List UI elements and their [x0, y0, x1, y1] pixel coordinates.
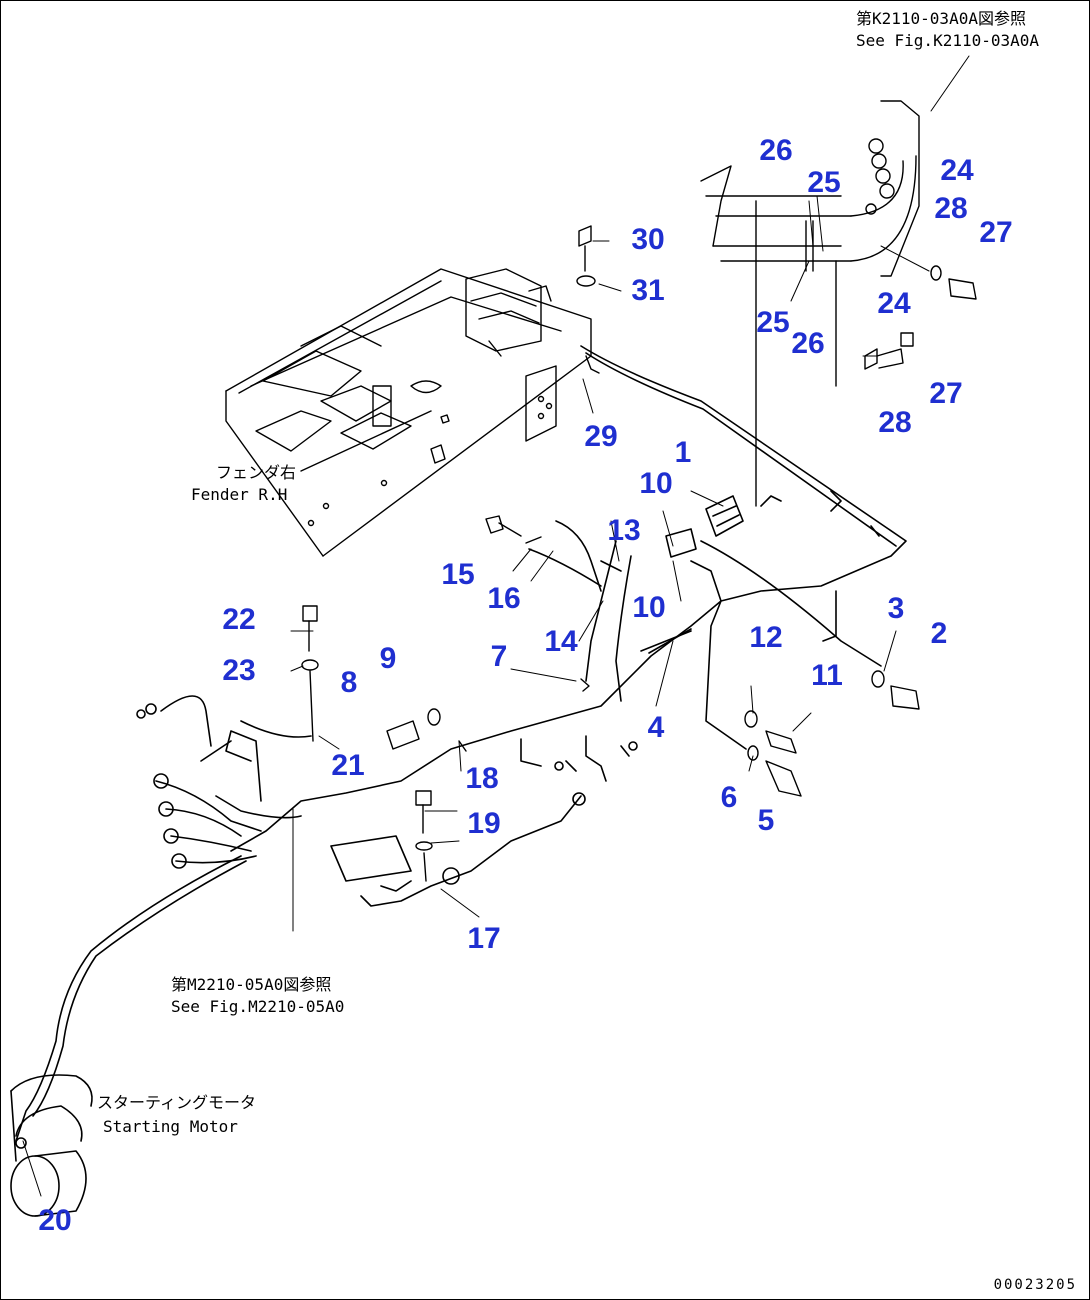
ref-top-en: See Fig.K2110-03A0A [856, 31, 1040, 50]
callout-3[interactable]: 3 [887, 592, 905, 625]
ref-top-jp: 第K2110-03A0A図参照 [856, 9, 1026, 28]
starting-motor [10, 1074, 93, 1217]
callout-24-upper[interactable]: 24 [940, 154, 974, 187]
callout-13[interactable]: 13 [607, 514, 641, 547]
starter-label-jp: スターティングモータ [97, 1093, 257, 1112]
callout-12[interactable]: 12 [749, 621, 783, 654]
top-right-bracket [700, 100, 920, 507]
fender-label-en: Fender R.H [191, 485, 288, 504]
callout-6[interactable]: 6 [720, 781, 738, 814]
ref-mid-jp: 第M2210-05A0図参照 [171, 975, 332, 994]
callout-28-upper[interactable]: 28 [934, 192, 968, 225]
callout-10-upper[interactable]: 10 [639, 467, 673, 500]
callout-2[interactable]: 2 [930, 617, 948, 650]
callout-19[interactable]: 19 [467, 807, 501, 840]
callout-8[interactable]: 8 [340, 666, 358, 699]
callout-26-upper[interactable]: 26 [759, 134, 793, 167]
callout-20[interactable]: 20 [38, 1204, 72, 1237]
fender-frame [225, 268, 592, 557]
callout-1[interactable]: 1 [674, 436, 692, 469]
callout-9[interactable]: 9 [379, 642, 397, 675]
callout-31[interactable]: 31 [631, 274, 665, 307]
callout-29[interactable]: 29 [584, 420, 618, 453]
leader-lines [22, 55, 970, 1197]
callout-16[interactable]: 16 [487, 582, 521, 615]
callout-27-upper[interactable]: 27 [979, 216, 1013, 249]
document-number: 00023205 [993, 1277, 1077, 1293]
callout-21[interactable]: 21 [331, 749, 365, 782]
fender-label-jp: フェンダ右 [216, 463, 297, 482]
callout-24-lower[interactable]: 24 [877, 287, 911, 320]
callout-25-upper[interactable]: 25 [807, 166, 841, 199]
callout-28-lower[interactable]: 28 [878, 406, 912, 439]
callout-7[interactable]: 7 [490, 640, 508, 673]
starter-label-en: Starting Motor [103, 1117, 238, 1136]
fasteners [301, 225, 977, 882]
callout-4[interactable]: 4 [647, 711, 665, 744]
callout-11[interactable]: 11 [811, 659, 843, 692]
callout-26-lower[interactable]: 26 [791, 327, 825, 360]
callout-14[interactable]: 14 [544, 625, 578, 658]
callout-25-lower[interactable]: 25 [756, 306, 790, 339]
callout-30[interactable]: 30 [631, 223, 665, 256]
callout-15[interactable]: 15 [441, 558, 475, 591]
callout-17[interactable]: 17 [467, 922, 501, 955]
callout-18[interactable]: 18 [465, 762, 499, 795]
wire-harness [15, 345, 907, 1142]
ref-mid-en: See Fig.M2210-05A0 [171, 997, 345, 1016]
callout-22[interactable]: 22 [222, 603, 256, 636]
callout-27-lower[interactable]: 27 [929, 377, 963, 410]
harness-connectors [136, 495, 744, 885]
callout-23[interactable]: 23 [222, 654, 256, 687]
callout-10-lower[interactable]: 10 [632, 591, 666, 624]
callout-5[interactable]: 5 [757, 804, 775, 837]
